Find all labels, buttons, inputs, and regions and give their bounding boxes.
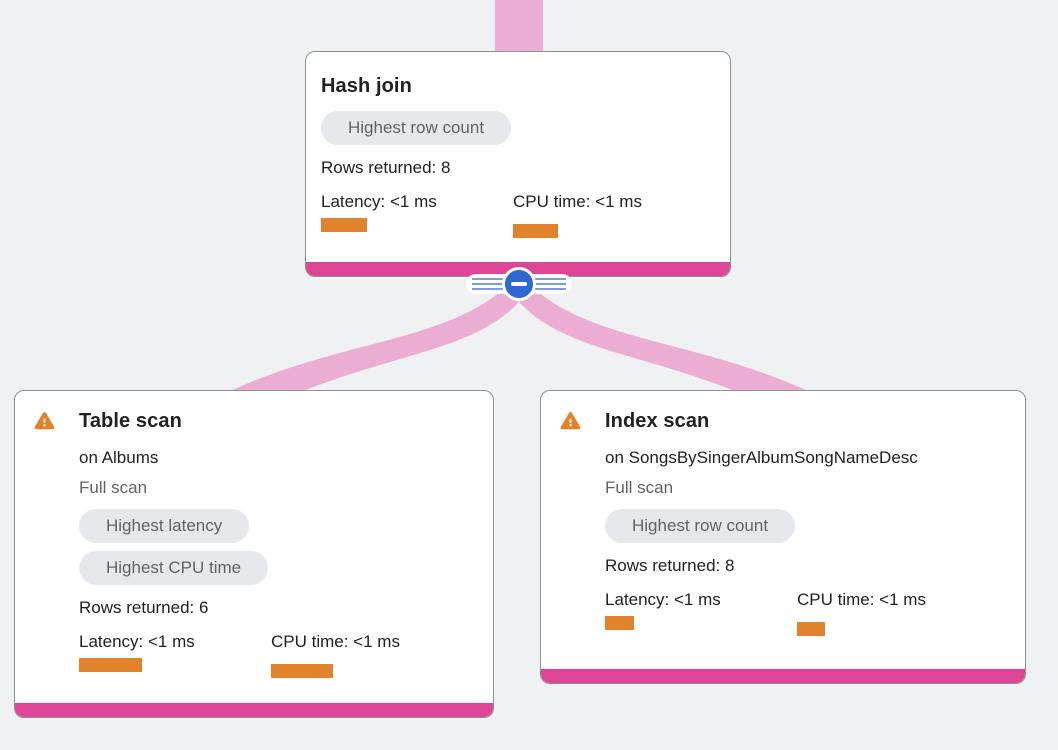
cpu-time-bar xyxy=(271,664,333,678)
rows-returned-text: Rows returned: 8 xyxy=(605,556,735,575)
latency-label: Latency: <1 ms xyxy=(321,192,437,211)
node-header: Index scan xyxy=(560,409,1006,433)
metrics-row: Latency: <1 ms CPU time: <1 ms xyxy=(79,631,474,678)
cpu-time-metric: CPU time: <1 ms xyxy=(797,589,1006,636)
cpu-time-bar xyxy=(513,224,558,238)
warning-icon xyxy=(34,412,55,430)
node-body: on Albums Full scan Highest latency High… xyxy=(79,447,474,678)
metrics-row: Latency: <1 ms CPU time: <1 ms xyxy=(605,589,1006,636)
edge-to-table-scan xyxy=(228,292,519,393)
highest-latency-badge: Highest latency xyxy=(79,509,250,543)
node-subtitle: on Albums xyxy=(79,448,159,467)
badge-row: Highest latency xyxy=(79,509,474,543)
collapse-button[interactable] xyxy=(502,267,536,301)
highest-cpu-time-badge: Highest CPU time xyxy=(79,551,269,585)
minus-icon xyxy=(511,282,527,286)
latency-label: Latency: <1 ms xyxy=(79,632,195,651)
latency-metric: Latency: <1 ms xyxy=(321,191,513,238)
node-title: Index scan xyxy=(605,410,710,432)
node-card-hash-join[interactable]: Hash join Highest row count Rows returne… xyxy=(305,51,731,277)
node-title: Hash join xyxy=(321,75,412,97)
scan-type-text: Full scan xyxy=(79,478,148,497)
highest-row-count-badge: Highest row count xyxy=(321,111,512,145)
metrics-row: Latency: <1 ms CPU time: <1 ms xyxy=(321,191,715,238)
cpu-time-metric: CPU time: <1 ms xyxy=(513,191,715,238)
latency-metric: Latency: <1 ms xyxy=(605,589,797,636)
edge-to-index-scan xyxy=(519,292,810,393)
node-title: Table scan xyxy=(79,410,182,432)
cpu-time-label: CPU time: <1 ms xyxy=(797,590,926,609)
scan-type-text: Full scan xyxy=(605,478,674,497)
node-subtitle: on SongsBySingerAlbumSongNameDesc xyxy=(605,448,918,467)
node-body: on SongsBySingerAlbumSongNameDesc Full s… xyxy=(605,447,1006,636)
latency-bar xyxy=(79,658,142,672)
warning-icon xyxy=(560,412,581,430)
latency-metric: Latency: <1 ms xyxy=(79,631,271,678)
node-footer-bar xyxy=(541,669,1025,683)
latency-bar xyxy=(321,218,367,232)
edge-from-parent xyxy=(495,0,543,54)
highest-row-count-badge: Highest row count xyxy=(605,509,796,543)
node-card-table-scan[interactable]: Table scan on Albums Full scan Highest l… xyxy=(14,390,494,718)
cpu-time-label: CPU time: <1 ms xyxy=(271,632,400,651)
badge-row: Highest row count xyxy=(321,111,715,145)
latency-label: Latency: <1 ms xyxy=(605,590,721,609)
node-card-index-scan[interactable]: Index scan on SongsBySingerAlbumSongName… xyxy=(540,390,1026,684)
badge-row: Highest CPU time xyxy=(79,551,474,585)
badge-row: Highest row count xyxy=(605,509,1006,543)
rows-returned-text: Rows returned: 6 xyxy=(79,598,209,617)
cpu-time-bar xyxy=(797,622,825,636)
rows-returned-text: Rows returned: 8 xyxy=(321,158,451,177)
cpu-time-label: CPU time: <1 ms xyxy=(513,192,642,211)
cpu-time-metric: CPU time: <1 ms xyxy=(271,631,474,678)
node-header: Table scan xyxy=(34,409,474,433)
collapse-control[interactable] xyxy=(466,267,572,301)
latency-bar xyxy=(605,616,634,630)
node-footer-bar xyxy=(15,703,493,717)
